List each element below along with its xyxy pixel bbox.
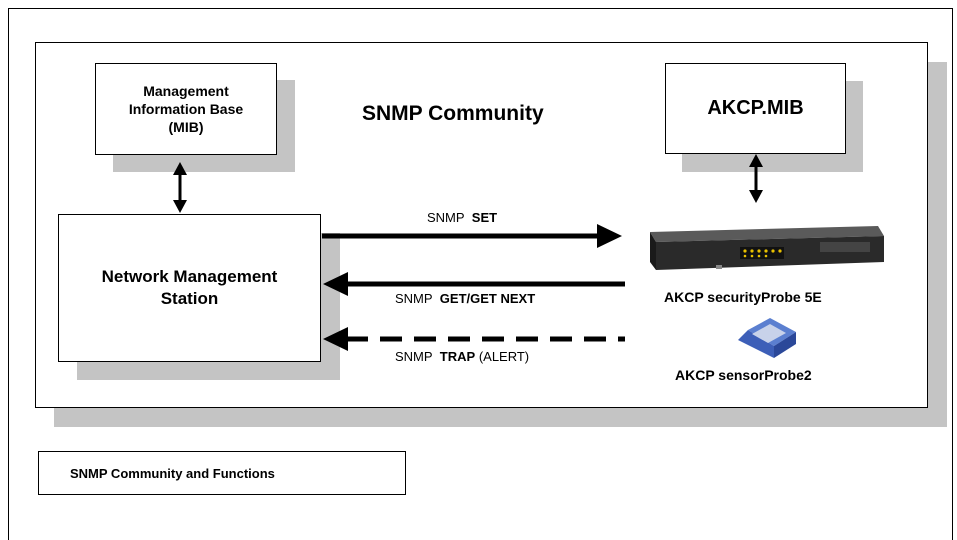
trap-arrow <box>323 327 625 351</box>
caption-box: SNMP Community and Functions <box>38 451 406 495</box>
mib-line-3: (MIB) <box>168 119 204 135</box>
akcp-mib-label: AKCP.MIB <box>707 97 804 119</box>
sensor-probe-device-image <box>738 318 796 358</box>
set-arrow <box>322 224 622 248</box>
set-command: SET <box>471 210 498 225</box>
get-command: GET/GET NEXT <box>439 291 536 306</box>
set-arrow-label: SNMP SET <box>427 210 497 225</box>
akcp-mib-box: AKCP.MIB <box>665 63 846 154</box>
trap-arrow-label: SNMP TRAP (ALERT) <box>395 349 529 364</box>
caption-text: SNMP Community and Functions <box>70 465 275 481</box>
nms-box: Network Management Station <box>58 214 321 362</box>
akcp-device-double-arrow <box>749 154 763 203</box>
trap-suffix: (ALERT) <box>478 349 530 364</box>
security-probe-label: AKCP securityProbe 5E <box>664 289 822 305</box>
nms-line-2: Station <box>160 289 219 308</box>
community-title: SNMP Community <box>362 102 544 125</box>
get-arrow <box>323 272 625 296</box>
mib-nms-double-arrow <box>173 162 187 213</box>
mib-box: Management Information Base (MIB) <box>95 63 277 155</box>
outer-frame <box>8 8 953 540</box>
sensor-probe-label: AKCP sensorProbe2 <box>675 367 812 383</box>
get-prefix: SNMP <box>395 291 433 306</box>
mib-line-1: Management <box>143 83 229 99</box>
trap-command: TRAP <box>439 349 476 364</box>
get-arrow-label: SNMP GET/GET NEXT <box>395 291 535 306</box>
nms-line-1: Network Management <box>101 267 278 286</box>
trap-prefix: SNMP <box>395 349 433 364</box>
mib-line-2: Information Base <box>128 101 244 117</box>
security-probe-device-image <box>650 226 884 270</box>
set-prefix: SNMP <box>427 210 465 225</box>
